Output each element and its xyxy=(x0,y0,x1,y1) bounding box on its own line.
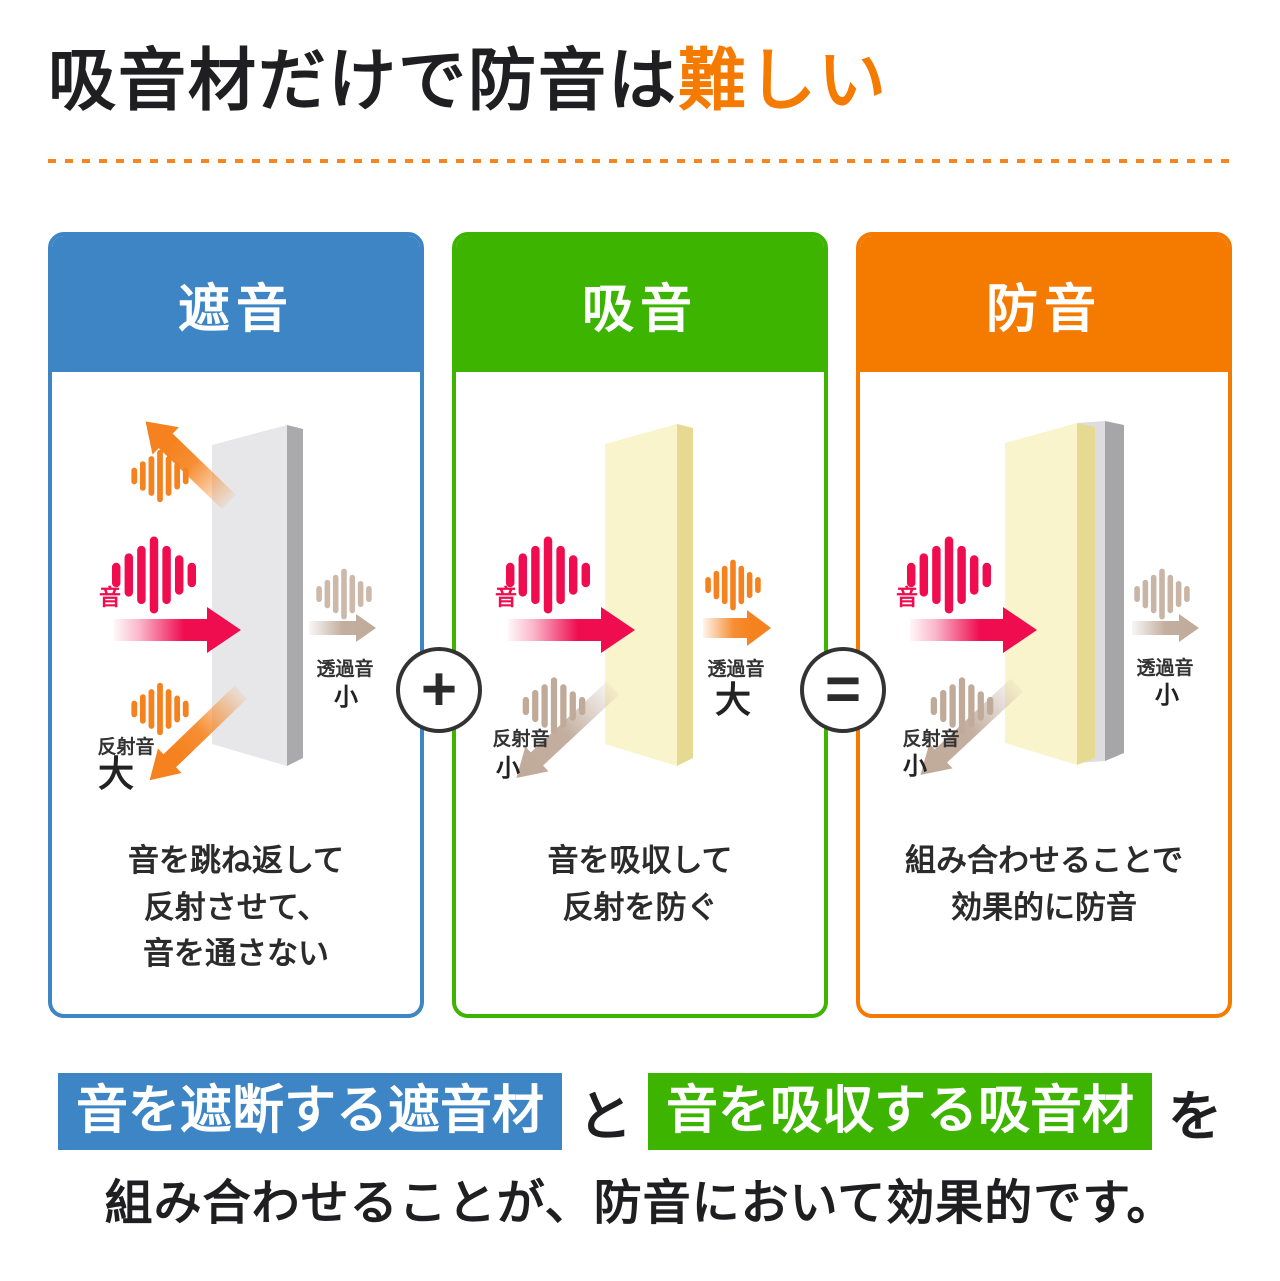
wall-front xyxy=(212,425,287,766)
transmitted-arrow xyxy=(703,610,771,646)
particle-to: と xyxy=(578,1087,632,1147)
reflected-down-arrow xyxy=(920,678,1024,776)
description-line: 効果的に防音 xyxy=(951,889,1137,925)
transmitted-wave-icon xyxy=(316,568,372,620)
description-line: 反射を防ぐ xyxy=(562,889,718,925)
absorber-side xyxy=(677,424,693,766)
reflected-label: 反射音 xyxy=(902,727,959,750)
transmitted-wave-icon xyxy=(1134,568,1190,620)
description-line: 音を跳ね返して xyxy=(127,843,345,878)
equals-operator-badge: = xyxy=(800,647,886,733)
description-line: 音を通さない xyxy=(143,936,329,971)
absorber-front xyxy=(605,424,677,766)
transmitted-size: 小 xyxy=(334,684,358,711)
title-black: 吸音材だけで防音は xyxy=(48,43,679,119)
source-sound-label: 音 xyxy=(896,585,918,610)
transmitted-size: 小 xyxy=(1155,682,1179,709)
sound-insulation-diagram: 音 透過音 小 反射音 大 xyxy=(97,421,376,794)
source-sound-label: 音 xyxy=(99,585,121,610)
transmitted-arrow xyxy=(1132,614,1199,642)
incoming-sound-arrow xyxy=(114,607,241,653)
insulation-side xyxy=(1105,421,1124,761)
reflected-size: 小 xyxy=(496,755,520,782)
reflected-label: 反射音 xyxy=(492,727,549,750)
transmitted-label: 透過音 xyxy=(707,657,764,680)
panel-sound-absorption-header: 吸音 xyxy=(456,236,824,372)
description-line: 音を吸収して xyxy=(547,843,733,878)
reflected-down-arrow xyxy=(516,681,620,779)
panel-sound-insulation: 遮音 音 透過音 小 反射音 大 xyxy=(48,232,424,1018)
reflected-wave-icon xyxy=(131,682,189,736)
transmitted-label: 透過音 xyxy=(316,657,373,680)
incoming-sound-arrow xyxy=(508,607,635,653)
reflected-label: 反射音 xyxy=(97,735,154,758)
transmitted-size: 大 xyxy=(715,679,751,720)
panel-sound-insulation-header: 遮音 xyxy=(52,236,420,372)
incoming-sound-arrow xyxy=(910,607,1037,653)
absorber-front xyxy=(1005,423,1077,765)
sound-insulation-description: 音を跳ね返して 反射させて、 音を通さない xyxy=(52,838,420,978)
absorber-side xyxy=(1077,423,1095,765)
sound-absorption-diagram: 音 透過音 大 反射音 小 xyxy=(492,424,771,782)
source-sound-wave-icon xyxy=(505,536,591,614)
title-accent: 難しい xyxy=(678,43,889,119)
description-line: 組み合わせることで xyxy=(904,843,1184,878)
transmitted-wave-icon xyxy=(705,559,761,611)
source-sound-wave-icon xyxy=(906,536,992,614)
dotted-divider xyxy=(48,159,1232,163)
panel-soundproofing: 防音 音 透過音 小 反射音 小 組み合わせることで xyxy=(856,232,1232,1018)
reflected-size: 大 xyxy=(98,753,134,794)
source-sound-label: 音 xyxy=(495,585,517,610)
reflected-down-arrow xyxy=(149,685,248,781)
particle-wo: を xyxy=(1168,1087,1223,1147)
soundproofing-diagram: 音 透過音 小 反射音 小 xyxy=(896,421,1199,780)
description-line: 反射させて、 xyxy=(143,889,329,925)
source-sound-wave-icon xyxy=(111,536,197,614)
wall-side xyxy=(287,425,303,766)
footer-line-2: 組み合わせることが、防音において効果的です。 xyxy=(104,1177,1176,1230)
footer-summary: 音を遮断する遮音材 と 音を吸収する吸音材 を 組み合わせることが、防音において… xyxy=(0,1072,1280,1233)
transmitted-arrow xyxy=(309,614,376,642)
blue-highlight-chip: 音を遮断する遮音材 xyxy=(57,1072,562,1151)
panel-soundproofing-header: 防音 xyxy=(860,236,1228,372)
reflected-up-arrow xyxy=(145,421,236,510)
reflected-size: 小 xyxy=(903,753,927,780)
transmitted-label: 透過音 xyxy=(1136,656,1193,679)
soundproofing-description: 組み合わせることで 効果的に防音 xyxy=(860,838,1228,931)
footer-line-1: 音を遮断する遮音材 と 音を吸収する吸音材 を xyxy=(0,1072,1280,1151)
panel-sound-absorption: 吸音 音 透過音 大 反射音 小 音を吸収して 反射を防ぐ xyxy=(452,232,828,1018)
green-highlight-chip: 音を吸収する吸音材 xyxy=(648,1072,1153,1151)
plus-operator-badge: + xyxy=(396,647,482,733)
page-title: 吸音材だけで防音は難しい xyxy=(48,44,888,119)
panel-row: 遮音 音 透過音 小 反射音 大 xyxy=(48,232,1232,1018)
sound-absorption-description: 音を吸収して 反射を防ぐ xyxy=(456,838,824,931)
